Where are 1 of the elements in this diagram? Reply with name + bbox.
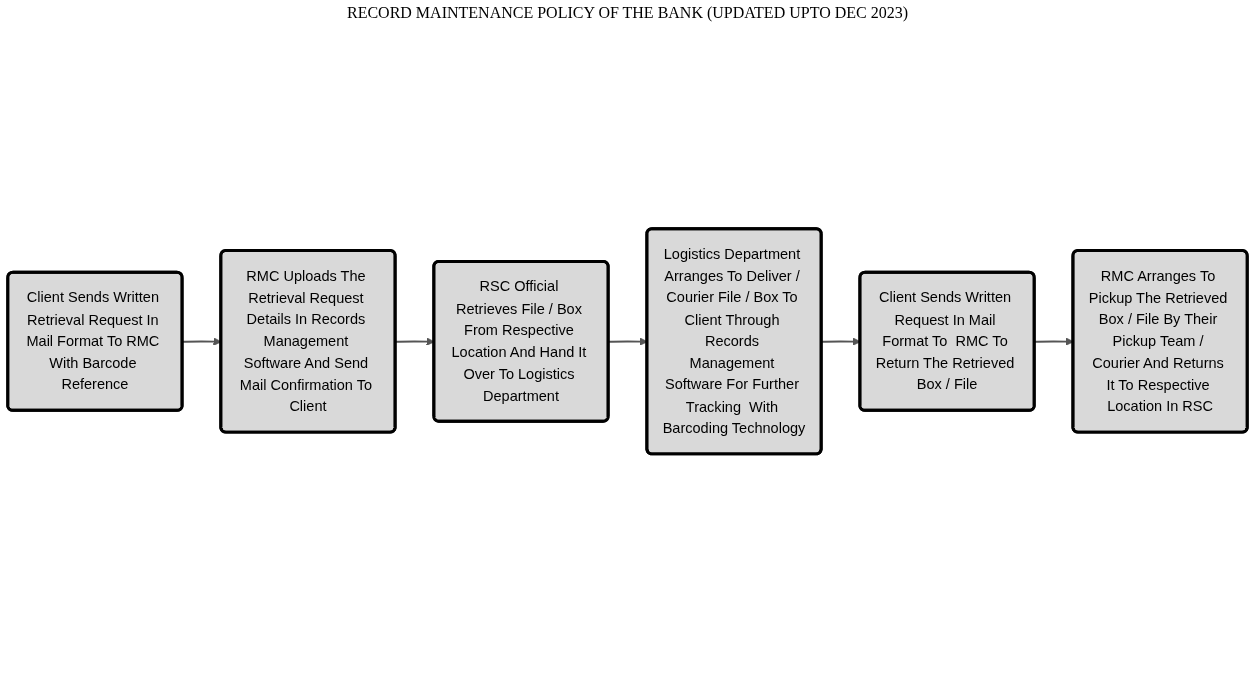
- page-title: RECORD MAINTENANCE POLICY OF THE BANK (UPDATED UPTO DEC 2023): [345, 3, 909, 24]
